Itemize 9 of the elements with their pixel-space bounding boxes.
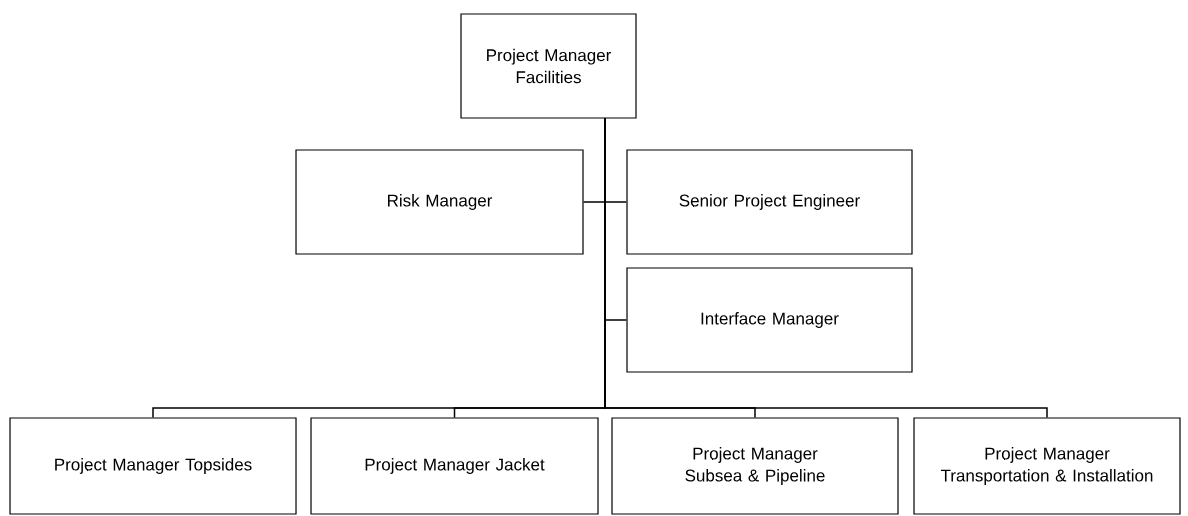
org-box: Project Manager Topsides [9,417,297,515]
org-box: Project Manager Subsea & Pipeline [611,417,899,515]
org-box: Interface Manager [626,267,913,373]
org-box: Project Manager Jacket [310,417,599,515]
org-box: Project Manager Facilities [460,13,637,119]
org-box: Project Manager Transportation & Installation [913,417,1181,515]
org-box: Senior Project Engineer [626,149,913,255]
org-box: Risk Manager [295,149,584,255]
connector-line [604,117,1048,419]
